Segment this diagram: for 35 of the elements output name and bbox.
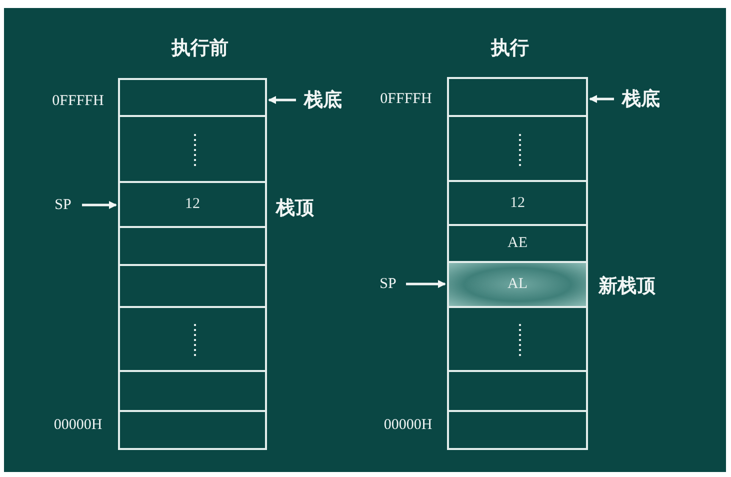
address-label: 0FFFFH xyxy=(379,90,433,108)
stack-label: 新栈顶 xyxy=(597,274,656,299)
stack-cell xyxy=(447,306,588,372)
stack-cell xyxy=(447,77,588,117)
arrow xyxy=(406,280,446,288)
stack-label: 栈底 xyxy=(616,85,666,113)
stack-label: 栈顶 xyxy=(274,196,315,221)
stack-cell xyxy=(118,226,267,266)
cell-value: 12 xyxy=(185,196,200,213)
stack-cell xyxy=(447,115,588,182)
stack-cell xyxy=(447,261,588,308)
address-label: 0FFFFH xyxy=(51,92,105,110)
cell-value: AL xyxy=(508,276,528,293)
stack-cell xyxy=(118,264,267,308)
panel-heading: 执行前 xyxy=(170,36,230,61)
panel-heading: 执行 xyxy=(490,36,530,61)
stack-cell xyxy=(447,370,588,412)
stack-cell xyxy=(447,180,588,226)
stack-cell xyxy=(118,115,267,183)
address-label: 00000H xyxy=(382,416,434,434)
stack-cell xyxy=(118,181,267,228)
stack-cell xyxy=(118,306,267,372)
pointer-label: SP xyxy=(374,271,402,297)
arrow xyxy=(589,95,614,103)
stack-label: 栈底 xyxy=(298,86,348,114)
cell-value: AE xyxy=(508,235,528,252)
stack-cell xyxy=(118,370,267,412)
stack-cell xyxy=(447,410,588,450)
arrow xyxy=(268,96,296,104)
cell-value: 12 xyxy=(510,194,525,212)
pointer-label: SP xyxy=(48,192,78,218)
stack-cell xyxy=(118,78,267,117)
address-label: 00000H xyxy=(52,416,104,434)
stack-cell xyxy=(118,410,267,450)
arrow xyxy=(82,201,117,209)
